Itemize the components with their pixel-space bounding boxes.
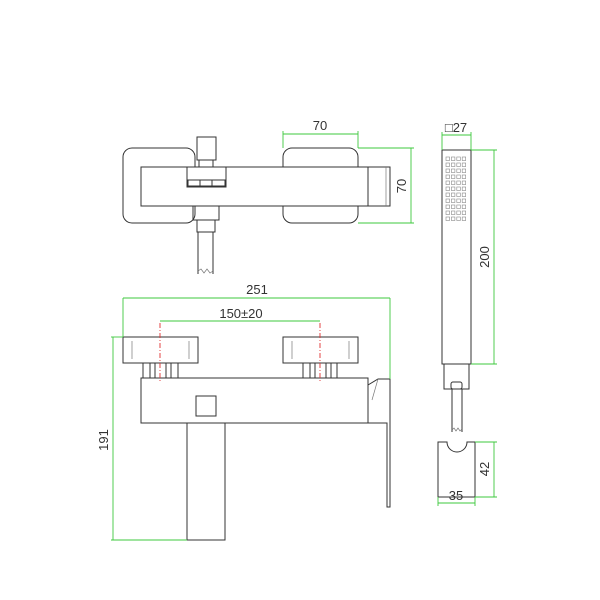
spray-hole bbox=[451, 168, 456, 173]
front-left-knob bbox=[122, 336, 199, 364]
spray-hole bbox=[451, 192, 456, 197]
spray-hole bbox=[451, 204, 456, 209]
hand-shower: □27 200 42 35 bbox=[437, 120, 497, 506]
spray-hole bbox=[456, 216, 461, 221]
spray-hole bbox=[461, 168, 467, 173]
left-nut bbox=[142, 362, 179, 380]
dim-top-depth: 70 bbox=[394, 179, 409, 193]
spray-hole bbox=[445, 204, 450, 209]
front-body bbox=[140, 377, 369, 424]
top-body bbox=[140, 166, 369, 207]
spray-hole bbox=[456, 162, 461, 167]
spray-hole bbox=[445, 162, 450, 167]
spray-hole bbox=[461, 204, 467, 209]
spray-hole bbox=[445, 168, 450, 173]
shower-neck bbox=[443, 363, 470, 390]
spray-hole bbox=[461, 156, 467, 161]
spray-hole bbox=[456, 198, 461, 203]
spray-hole bbox=[456, 204, 461, 209]
shower-holder bbox=[437, 441, 476, 498]
spray-hole bbox=[461, 210, 467, 215]
dim-overall-width: 251 bbox=[246, 282, 268, 297]
diverter-knob bbox=[196, 136, 217, 161]
spray-hole bbox=[461, 186, 467, 191]
spray-hole bbox=[445, 192, 450, 197]
spout bbox=[186, 422, 226, 541]
outlet bbox=[192, 205, 220, 221]
spray-hole bbox=[461, 162, 467, 167]
spray-hole bbox=[456, 168, 461, 173]
spray-holes bbox=[445, 156, 467, 221]
spray-hole bbox=[445, 216, 450, 221]
top-view: 70 70 bbox=[122, 118, 414, 274]
spray-hole bbox=[456, 210, 461, 215]
spray-hole bbox=[445, 198, 450, 203]
spray-hole bbox=[445, 174, 450, 179]
dim-centers: 150±20 bbox=[219, 306, 262, 321]
diverter-square bbox=[195, 395, 217, 417]
dim-shower-length: 200 bbox=[477, 246, 492, 268]
spray-hole bbox=[451, 156, 456, 161]
spray-hole bbox=[445, 210, 450, 215]
dim-shower-section: □27 bbox=[445, 120, 467, 135]
spray-hole bbox=[451, 162, 456, 167]
top-end-cap bbox=[367, 166, 391, 207]
spray-hole bbox=[445, 180, 450, 185]
dim-overall-height: 191 bbox=[96, 429, 111, 451]
spray-hole bbox=[456, 180, 461, 185]
front-right-knob bbox=[282, 336, 359, 364]
spray-hole bbox=[451, 174, 456, 179]
spray-hole bbox=[445, 156, 450, 161]
spray-hole bbox=[456, 192, 461, 197]
spray-hole bbox=[456, 156, 461, 161]
dim-holder-height: 42 bbox=[477, 462, 492, 476]
spray-hole bbox=[456, 186, 461, 191]
spray-hole bbox=[461, 180, 467, 185]
diverter-box bbox=[186, 166, 227, 188]
spray-hole bbox=[451, 210, 456, 215]
spray-hole bbox=[456, 174, 461, 179]
dim-top-width: 70 bbox=[313, 118, 327, 133]
spray-hole bbox=[461, 198, 467, 203]
spray-hole bbox=[461, 216, 467, 221]
dim-holder-width: 35 bbox=[449, 488, 463, 503]
spray-hole bbox=[445, 186, 450, 191]
spray-hole bbox=[461, 192, 467, 197]
lever bbox=[367, 378, 391, 508]
spray-hole bbox=[461, 174, 467, 179]
spray-hole bbox=[451, 186, 456, 191]
front-view: 251 150±20 191 bbox=[96, 282, 391, 541]
spray-hole bbox=[451, 216, 456, 221]
spray-hole bbox=[451, 180, 456, 185]
spray-hole bbox=[451, 198, 456, 203]
